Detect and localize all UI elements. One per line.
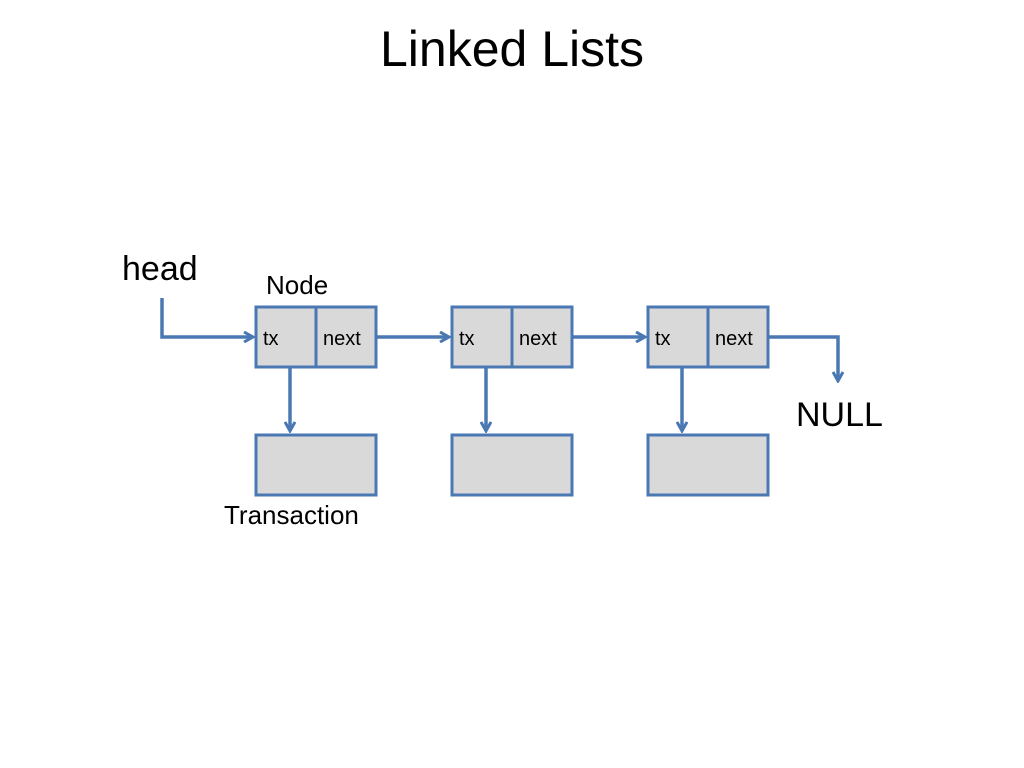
node-1-tx-label: tx [263,328,279,350]
node-1-next-label: next [323,328,361,350]
node-1-tx-cell [254,305,318,369]
node-2-tx-cell [450,305,514,369]
null-label: NULL [796,396,883,434]
list-node-3: tx next [646,305,770,369]
node-3-tx-label: tx [655,328,671,350]
list-node-2: tx next [450,305,574,369]
head-label: head [122,250,198,288]
head-pointer-arrow [160,298,252,337]
node-2-next-label: next [519,328,557,350]
slide-title: Linked Lists [379,21,645,77]
node-1-next-cell [314,305,378,369]
node-3-next-label: next [715,328,753,350]
transaction-box-3 [646,433,770,497]
node-3-tx-cell [646,305,710,369]
transaction-box-1 [254,433,378,497]
node-3-next-cell [706,305,770,369]
transaction-box-2 [450,433,574,497]
node-label: Node [266,270,328,300]
node-2-next-cell [510,305,574,369]
transaction-label: Transaction [224,500,359,530]
list-node-1: tx next [254,305,378,369]
node-3-next-arrow [768,335,838,380]
node-2-tx-label: tx [459,328,475,350]
